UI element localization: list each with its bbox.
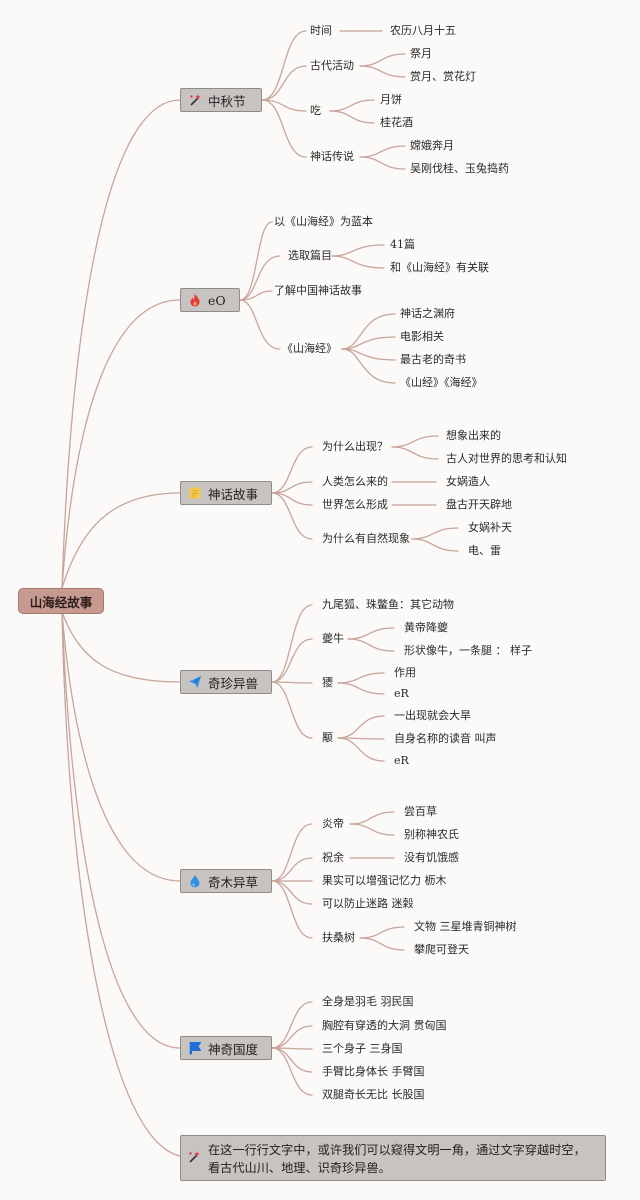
summary-line-2: 看古代山川、地理、识奇珍异兽。 (208, 1161, 391, 1175)
leaf-myth[interactable]: 神话传说 (310, 150, 354, 163)
leaf-world-formation[interactable]: 世界怎么形成 (322, 498, 388, 511)
leaf-memory-fruit[interactable]: 果实可以增强记忆力 枥木 (322, 874, 447, 887)
leaf-kui-2[interactable]: 形状像牛，一条腿 ： 样子 (404, 644, 532, 657)
branch-mid-autumn[interactable]: 中秋节 (180, 88, 262, 112)
leaf-eat-2[interactable]: 桂花酒 (380, 116, 413, 129)
leaf-myth-1[interactable]: 嫦娥奔月 (410, 139, 454, 152)
fire-icon (187, 292, 203, 308)
leaf-ju-2[interactable]: eR (394, 687, 409, 700)
leaf-select-1[interactable]: 41篇 (390, 238, 415, 251)
link-root-lands (61, 611, 181, 1049)
leaf-yong-3[interactable]: eR (394, 754, 409, 767)
leaf-yandi-1[interactable]: 尝百草 (404, 805, 437, 818)
leaf-select-chapters[interactable]: 选取篇目 (288, 249, 332, 262)
link-root-myths (61, 492, 181, 589)
leaf-nature-1[interactable]: 女娲补天 (468, 521, 512, 534)
leaf-kui-ox[interactable]: 夔牛 (322, 632, 344, 645)
leaf-understand-myths[interactable]: 了解中国神话故事 (274, 284, 362, 297)
leaf-human-1[interactable]: 女娲造人 (446, 475, 490, 488)
leaf-land-5[interactable]: 双腿奇长无比 长股国 (322, 1088, 425, 1101)
branch-rare-beasts[interactable]: 奇珍异兽 (180, 670, 272, 694)
branch-rare-plants[interactable]: 奇木异草 (180, 869, 272, 893)
leaf-land-3[interactable]: 三个身子 三身国 (322, 1042, 403, 1055)
branch-label: eO (208, 292, 226, 308)
leaf-world-1[interactable]: 盘古开天辟地 (446, 498, 512, 511)
paper-plane-icon (187, 674, 203, 690)
leaf-kui-1[interactable]: 黄帝降夔 (404, 621, 448, 634)
leaf-book-2[interactable]: 电影相关 (400, 330, 444, 343)
branch-label: 奇木异草 (208, 874, 259, 890)
leaf-eat-1[interactable]: 月饼 (380, 93, 402, 106)
branch-myth-stories[interactable]: 神话故事 (180, 481, 272, 505)
summary-line-1: 在这一行行文字中，或许我们可以窥得文明一角，通过文字穿越时空， (208, 1143, 586, 1157)
leaf-human-origin[interactable]: 人类怎么来的 (322, 475, 388, 488)
leaf-fusang[interactable]: 扶桑树 (322, 931, 355, 944)
branch-label: 中秋节 (208, 93, 246, 109)
leaf-why-appear[interactable]: 为什么出现？ (322, 440, 388, 453)
leaf-yandi[interactable]: 炎帝 (322, 817, 344, 830)
branch-label: 神奇国度 (208, 1041, 259, 1057)
leaf-ancient-2[interactable]: 赏月、赏花灯 (410, 70, 476, 83)
leaf-yong-2[interactable]: 自身名称的读音 叫声 (394, 732, 497, 745)
leaf-blueprint[interactable]: 以《山海经》为蓝本 (274, 215, 373, 228)
leaf-land-1[interactable]: 全身是羽毛 羽民国 (322, 995, 414, 1008)
link-root-beasts (61, 611, 181, 683)
leaf-why-1[interactable]: 想象出来的 (446, 429, 501, 442)
leaf-prevent-lost[interactable]: 可以防止迷路 迷榖 (322, 897, 414, 910)
leaf-nature-2[interactable]: 电、雷 (468, 544, 501, 557)
wand-sparkle-icon (187, 92, 203, 108)
branch-label: 奇珍异兽 (208, 675, 259, 691)
leaf-time[interactable]: 时间 (310, 24, 332, 37)
link-root-mid-autumn (61, 99, 181, 589)
leaf-book-1[interactable]: 神话之渊府 (400, 307, 455, 320)
note-icon (187, 485, 203, 501)
leaf-land-2[interactable]: 胸腔有穿透的大洞 贯匈国 (322, 1019, 447, 1032)
water-drop-icon (187, 873, 203, 889)
leaf-yandi-2[interactable]: 别称神农氏 (404, 828, 459, 841)
leaf-land-4[interactable]: 手臂比身体长 手臂国 (322, 1065, 425, 1078)
branch-magical-lands[interactable]: 神奇国度 (180, 1036, 272, 1060)
leaf-ju[interactable]: 獿 (322, 676, 333, 689)
leaf-date[interactable]: 农历八月十五 (390, 24, 456, 37)
leaf-zhuyu-1[interactable]: 没有饥饿感 (404, 851, 459, 864)
leaf-shanhaijing[interactable]: 《山海经》 (282, 342, 337, 355)
leaf-myth-2[interactable]: 吴刚伐桂、玉兔捣药 (410, 162, 509, 175)
leaf-nature-phenomena[interactable]: 为什么有自然现象 (322, 532, 410, 545)
link-root-plants (61, 611, 181, 882)
leaf-yong-1[interactable]: 一出现就会大旱 (394, 709, 471, 722)
branch-intro[interactable]: eO (180, 288, 240, 312)
leaf-select-2[interactable]: 和《山海经》有关联 (390, 261, 489, 274)
leaf-ancient-activities[interactable]: 古代活动 (310, 59, 354, 72)
leaf-book-3[interactable]: 最古老的奇书 (400, 353, 466, 366)
leaf-why-2[interactable]: 古人对世界的思考和认知 (446, 452, 567, 465)
leaf-eat[interactable]: 吃 (310, 104, 321, 117)
leaf-ju-1[interactable]: 作用 (394, 666, 416, 679)
leaf-book-4[interactable]: 《山经》《海经》 (400, 376, 483, 389)
link-root-summary (61, 611, 181, 1157)
branch-label: 神话故事 (208, 486, 259, 502)
flag-icon (187, 1040, 203, 1056)
leaf-yong[interactable]: 颙 (322, 731, 333, 744)
leaf-zhuyu[interactable]: 祝余 (322, 851, 344, 864)
summary-text: 在这一行行文字中，或许我们可以窥得文明一角，通过文字穿越时空， 看古代山川、地理… (208, 1141, 586, 1180)
leaf-nine-tailed-fox[interactable]: 九尾狐、珠鳖鱼：其它动物 (322, 598, 454, 611)
summary-node[interactable]: 在这一行行文字中，或许我们可以窥得文明一角，通过文字穿越时空， 看古代山川、地理… (180, 1135, 606, 1181)
leaf-fusang-1[interactable]: 文物 三星堆青铜神树 (414, 920, 517, 933)
leaf-ancient-1[interactable]: 祭月 (410, 47, 432, 60)
leaf-fusang-2[interactable]: 攀爬可登天 (414, 943, 469, 956)
root-topic[interactable]: 山海经故事 (18, 588, 104, 614)
wand-sparkle-icon (187, 1150, 203, 1166)
link-root-intro (61, 299, 181, 589)
